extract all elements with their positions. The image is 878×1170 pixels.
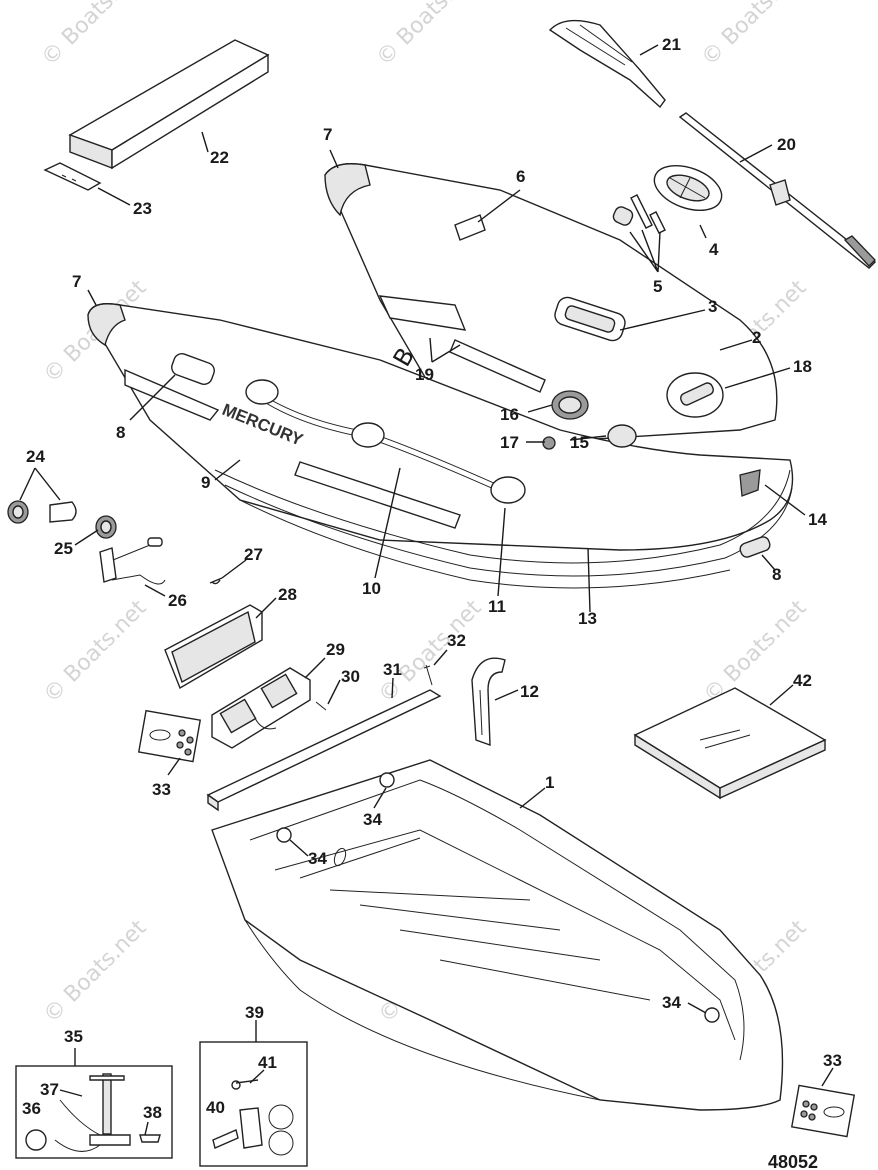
callout-37: 37 (40, 1080, 59, 1099)
callout-21: 21 (662, 35, 681, 54)
transom-plate-drawing (164, 577, 263, 690)
watermark: © Boats.net (372, 0, 485, 71)
leader-lines (19, 44, 834, 1136)
watermark: © Boats.net (699, 595, 812, 708)
callout-33-lower: 33 (823, 1051, 842, 1070)
callout-2: 2 (752, 328, 761, 347)
callout-17: 17 (500, 433, 519, 452)
callout-10: 10 (362, 579, 381, 598)
seat-rail-drawing (206, 664, 442, 812)
callout-12: 12 (520, 682, 539, 701)
oarlock-drawing (612, 165, 723, 234)
callout-33: 33 (152, 780, 171, 799)
callout-5: 5 (653, 277, 662, 296)
callout-34-right: 34 (662, 993, 681, 1012)
callout-20: 20 (777, 135, 796, 154)
callout-14: 14 (808, 510, 827, 529)
drain-vent-drawing (211, 667, 327, 749)
callout-25: 25 (54, 539, 73, 558)
callout-19: 19 (415, 365, 434, 384)
callout-28: 28 (278, 585, 297, 604)
callout-8: 8 (116, 423, 125, 442)
callout-27: 27 (244, 545, 263, 564)
callout-3: 3 (708, 297, 717, 316)
callout-labels: 21 20 4 5 7 6 7 3 2 18 19 16 17 15 8 9 1… (22, 35, 842, 1122)
paddle-blade-drawing (548, 19, 666, 109)
callout-42: 42 (793, 671, 812, 690)
callout-4: 4 (709, 240, 719, 259)
figure-number: 48052 (768, 1152, 818, 1170)
callout-1: 1 (545, 773, 554, 792)
callout-41: 41 (258, 1053, 277, 1072)
callout-38: 38 (143, 1103, 162, 1122)
callout-34: 34 (363, 810, 382, 829)
callout-16: 16 (500, 405, 519, 424)
callout-26: 26 (168, 591, 187, 610)
watermark: © Boats.net (37, 0, 150, 71)
callout-8-lower: 8 (772, 565, 781, 584)
callout-31: 31 (383, 660, 402, 679)
decal-sheet-lower-drawing (790, 1084, 856, 1138)
repair-kit-box (199, 1041, 308, 1167)
callout-40: 40 (206, 1098, 225, 1117)
pump-kit-box (15, 1065, 173, 1159)
valve-cover-drawing (471, 657, 506, 747)
seat-bench-drawing (43, 39, 270, 191)
callout-30: 30 (341, 667, 360, 686)
boat-floor-drawing (211, 759, 784, 1111)
decal-sheet-upper-drawing (137, 709, 202, 763)
valve-parts-drawing (7, 500, 166, 585)
callout-18: 18 (793, 357, 812, 376)
callout-23: 23 (133, 199, 152, 218)
callout-35: 35 (64, 1027, 83, 1046)
callout-15: 15 (570, 433, 589, 452)
callout-32: 32 (447, 631, 466, 650)
callout-11: 11 (488, 597, 506, 616)
callout-34-left: 34 (308, 849, 327, 868)
callout-6: 6 (516, 167, 525, 186)
callout-22: 22 (210, 148, 229, 167)
watermark: © Boats.net (39, 595, 152, 708)
callout-24: 24 (26, 447, 45, 466)
callout-39: 39 (245, 1003, 264, 1022)
callout-36: 36 (22, 1099, 41, 1118)
callout-9: 9 (201, 473, 210, 492)
inflatable-hull-drawing (87, 163, 794, 589)
callout-7-near: 7 (72, 272, 81, 291)
callout-13: 13 (578, 609, 597, 628)
callout-29: 29 (326, 640, 345, 659)
watermark: © Boats.net (39, 915, 152, 1028)
callout-7: 7 (323, 125, 332, 144)
watermark: © Boats.net (697, 0, 810, 71)
oar-shaft-drawing (678, 112, 877, 269)
storage-cover-drawing (633, 687, 827, 800)
